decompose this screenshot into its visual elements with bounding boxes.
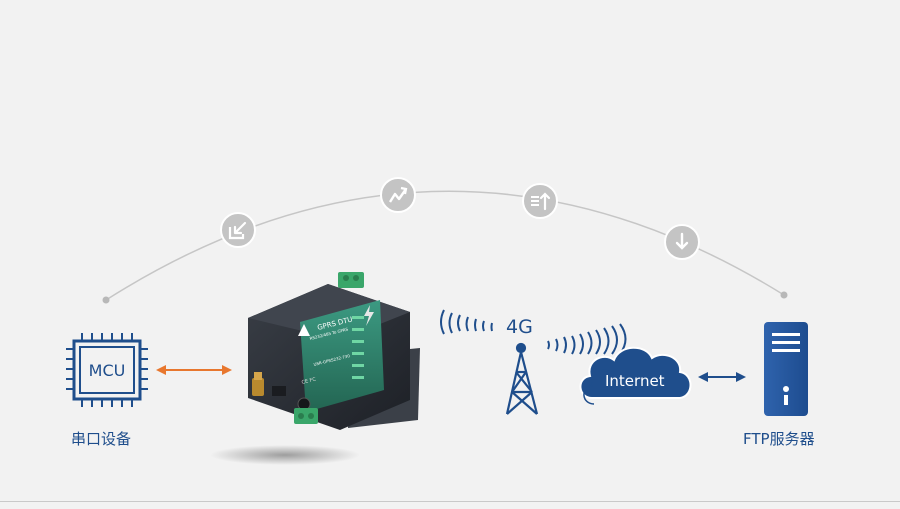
cell-tower-icon (505, 342, 539, 415)
mcu-chip-label: MCU (89, 361, 126, 380)
internet-cloud-icon (579, 346, 692, 405)
arc-endpoint-left (102, 296, 110, 304)
gprs-dtu-device: GPRS DTU RS232/485 To GPRS USR-GPRS232-7… (248, 272, 420, 430)
arc-endpoint-right (780, 291, 788, 299)
server-icon (764, 322, 808, 416)
download-arrow-icon (664, 224, 700, 260)
serial-link-arrow (156, 365, 232, 375)
device-shadow (210, 445, 360, 465)
bottom-divider (0, 501, 900, 502)
cloud-label: Internet (605, 372, 665, 390)
mcu-chip-icon (66, 333, 148, 407)
ftp-server-caption: FTP服务器 (743, 430, 815, 448)
trend-up-icon (380, 177, 416, 213)
signal-waves-right-icon (547, 323, 627, 355)
internet-server-link-arrow (698, 372, 746, 382)
network-type-label: 4G (506, 316, 533, 338)
signal-waves-left-icon (440, 309, 493, 335)
list-upload-icon (522, 183, 558, 219)
download-into-icon (220, 212, 256, 248)
dtu-certification-marks: CE FC (301, 376, 317, 385)
serial-device-caption: 串口设备 (71, 430, 132, 448)
